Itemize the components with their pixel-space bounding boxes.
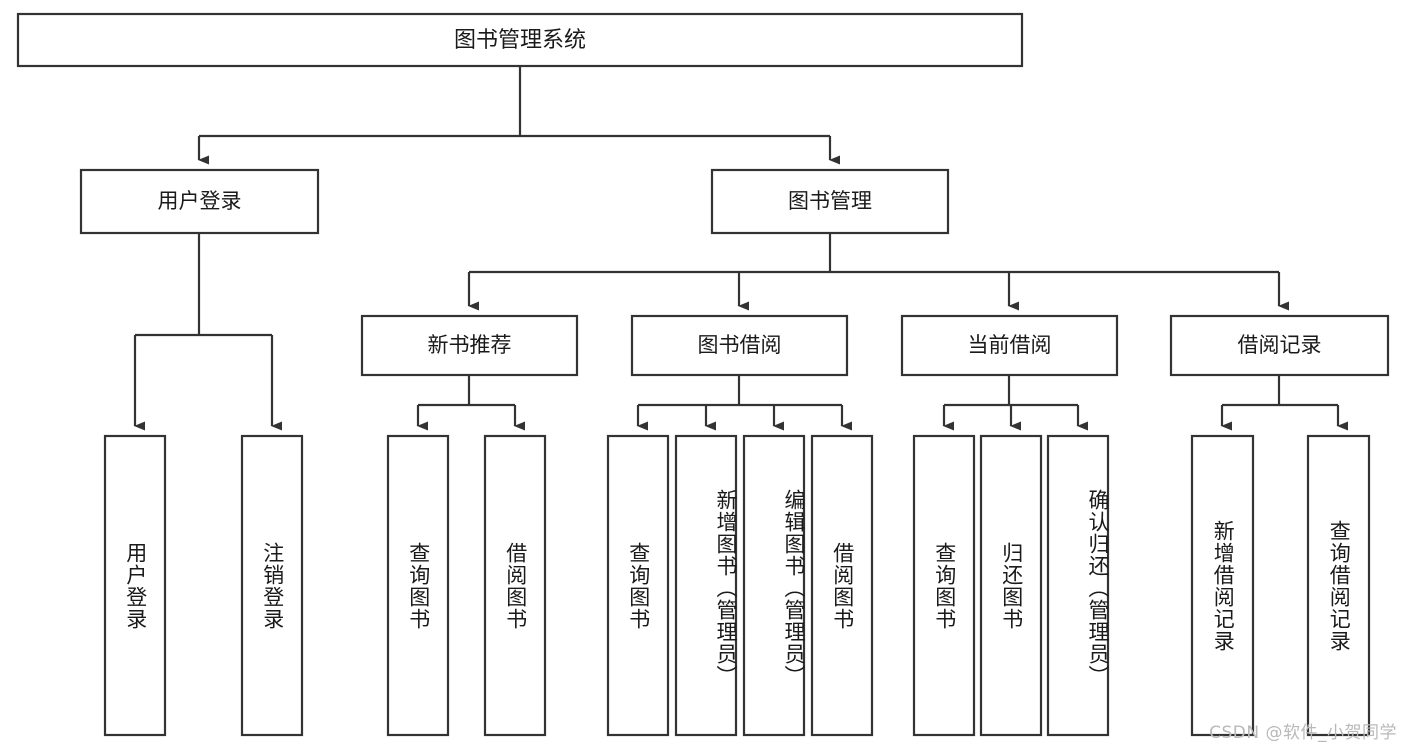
connector-group-user-login bbox=[133, 233, 282, 431]
leaf-box-query-book-1[interactable] bbox=[386, 434, 450, 737]
leaf-box-confirm-return-admin[interactable] bbox=[1046, 434, 1110, 737]
leaf-box-borrow-book-1[interactable] bbox=[483, 434, 547, 737]
leaf-box-return-book[interactable] bbox=[979, 434, 1043, 737]
node-book-manage-box[interactable] bbox=[710, 168, 950, 235]
node-current-borrow-box[interactable] bbox=[900, 314, 1119, 377]
leaf-box-add-borrow-record[interactable] bbox=[1190, 434, 1255, 737]
node-borrow-record-label: 借阅记录 bbox=[1238, 333, 1322, 357]
node-root-label: 图书管理系统 bbox=[454, 28, 586, 53]
connector-group-book-manage bbox=[467, 233, 1289, 311]
leaf-box-add-book-admin[interactable] bbox=[674, 434, 738, 737]
node-book-borrow-box[interactable] bbox=[630, 314, 849, 377]
connector-group-book-borrow bbox=[636, 375, 852, 431]
connector-group-root bbox=[197, 66, 840, 165]
leaf-box-query-borrow-record[interactable] bbox=[1306, 434, 1371, 737]
leaf-box-user-login[interactable] bbox=[103, 434, 167, 737]
leaf-box-logout-login[interactable] bbox=[240, 434, 304, 737]
leaf-boxes bbox=[103, 434, 1371, 737]
node-book-manage-label: 图书管理 bbox=[788, 189, 872, 213]
leaf-box-query-book-2[interactable] bbox=[606, 434, 670, 737]
node-current-borrow-label: 当前借阅 bbox=[968, 333, 1052, 357]
node-borrow-record-box[interactable] bbox=[1169, 314, 1390, 377]
leaf-box-query-book-3[interactable] bbox=[912, 434, 976, 737]
node-user-login[interactable]: 用户登录 bbox=[79, 168, 320, 235]
node-root[interactable]: 图书管理系统 bbox=[16, 12, 1024, 68]
leaf-box-edit-book-admin[interactable] bbox=[742, 434, 806, 737]
leaf-box-borrow-book-2[interactable] bbox=[810, 434, 874, 737]
connector-group-current-borrow bbox=[942, 375, 1088, 431]
node-book-borrow-label: 图书借阅 bbox=[698, 333, 782, 357]
node-user-login-box[interactable] bbox=[79, 168, 320, 235]
connector-group-borrow-record bbox=[1220, 375, 1348, 431]
node-book-manage[interactable]: 图书管理 bbox=[710, 168, 950, 235]
node-new-book-recommend[interactable]: 新书推荐 bbox=[360, 314, 579, 377]
node-user-login-label: 用户登录 bbox=[158, 189, 242, 213]
node-borrow-record[interactable]: 借阅记录 bbox=[1169, 314, 1390, 377]
node-new-book-recommend-label: 新书推荐 bbox=[428, 333, 512, 357]
connector-group-new-book-recommend bbox=[416, 375, 525, 431]
node-current-borrow[interactable]: 当前借阅 bbox=[900, 314, 1119, 377]
node-book-borrow[interactable]: 图书借阅 bbox=[630, 314, 849, 377]
csdn-watermark: CSDN @软件_小贺同学 bbox=[1209, 723, 1397, 743]
node-new-book-recommend-box[interactable] bbox=[360, 314, 579, 377]
node-root-box[interactable] bbox=[16, 12, 1024, 68]
